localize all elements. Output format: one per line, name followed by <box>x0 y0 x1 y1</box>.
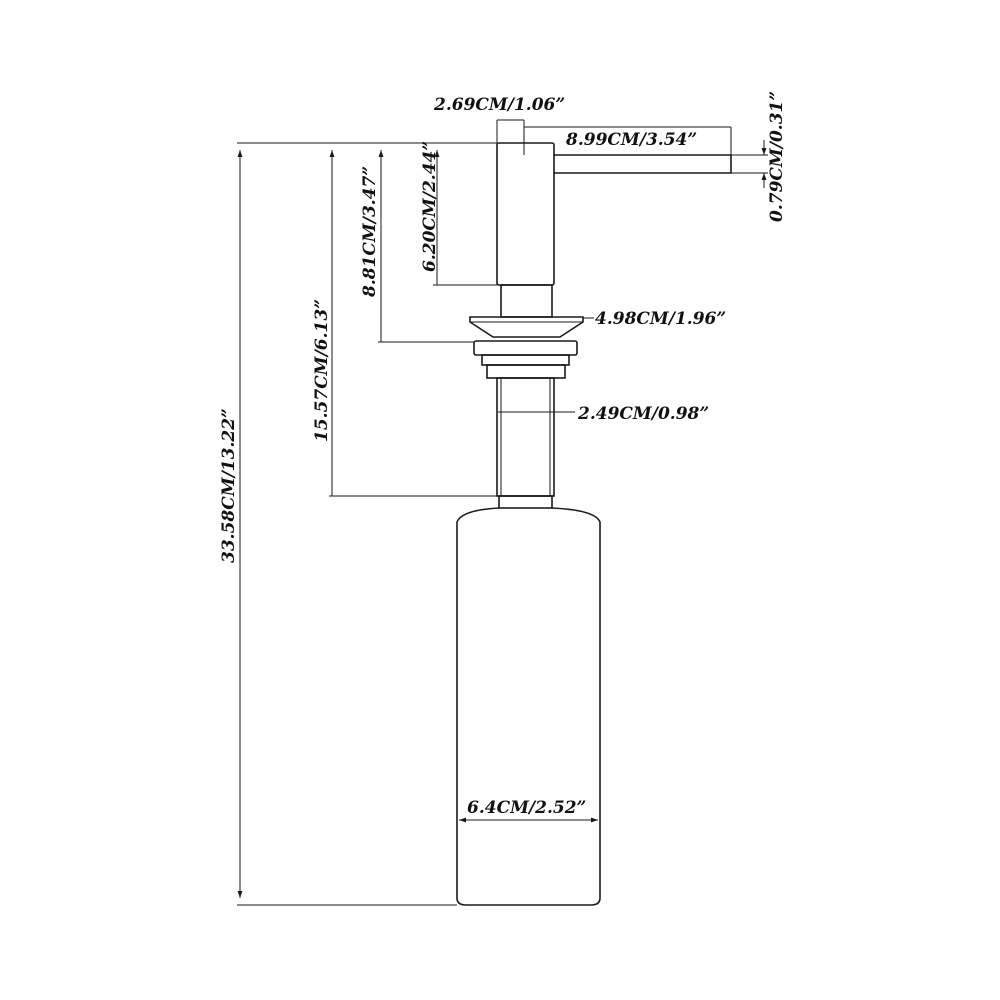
pump-neck <box>500 284 553 318</box>
dim-bottle-diameter-label: 6.4CM/2.52” <box>467 798 586 818</box>
pump-head <box>496 142 555 286</box>
bottle-cap <box>498 495 553 509</box>
dim-head-to-flange-label: 8.81CM/3.47” <box>360 166 380 298</box>
dim-pump-head-height-label: 6.20CM/2.44” <box>420 141 440 272</box>
dim-pump-head-width: 2.69CM/1.06” <box>433 95 565 155</box>
dim-pump-head-width-label: 2.69CM/1.06” <box>433 95 565 115</box>
dim-total-height-label: 33.58CM/13.22” <box>219 408 239 563</box>
dim-total-height: 33.58CM/13.22” <box>219 150 457 906</box>
dim-flange-diameter-label: 4.98CM/1.96” <box>595 309 726 329</box>
dim-pump-head-height: 6.20CM/2.44” <box>420 141 497 286</box>
dim-top-to-shank-end-label: 15.57CM/6.13” <box>312 299 332 442</box>
dim-spout-length: 8.99CM/3.54” <box>524 126 732 155</box>
dim-top-to-shank-end: 15.57CM/6.13” <box>312 150 497 497</box>
bottle <box>456 507 601 906</box>
shank <box>496 377 555 497</box>
dim-shank-diameter: 2.49CM/0.98” <box>498 404 709 424</box>
flange <box>469 316 584 338</box>
mounting-nut <box>473 340 578 356</box>
spout <box>554 154 732 174</box>
dim-spout-length-label: 8.99CM/3.54” <box>565 130 697 150</box>
dim-spout-diameter-label: 0.79CM/0.31” <box>767 91 787 222</box>
dim-flange-diameter: 4.98CM/1.96” <box>583 309 726 329</box>
dim-shank-diameter-label: 2.49CM/0.98” <box>577 404 709 424</box>
dim-head-to-flange: 8.81CM/3.47” <box>360 150 474 343</box>
dispenser-outline <box>456 142 732 906</box>
dim-bottle-diameter: 6.4CM/2.52” <box>459 798 598 823</box>
dim-spout-diameter: 0.79CM/0.31” <box>731 91 787 222</box>
